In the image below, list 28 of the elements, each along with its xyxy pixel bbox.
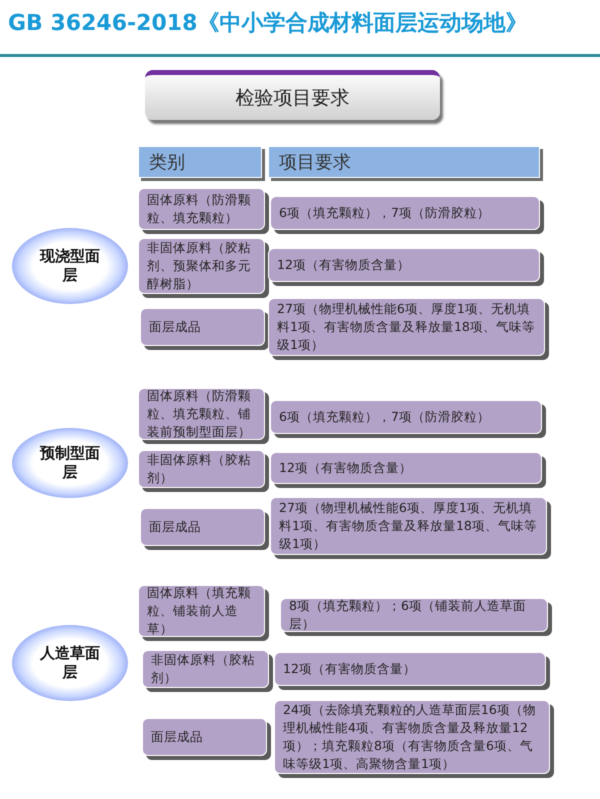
banner-text: 检验项目要求	[236, 86, 350, 110]
cell-text: 8项（填充颗粒）；6项（铺装前人造草面层）	[289, 597, 527, 633]
cell-text: 固体原料（防滑颗粒、填充颗粒）	[147, 191, 252, 227]
page-title: GB 36246-2018《中小学合成材料面层运动场地》	[8, 10, 528, 38]
column-header	[268, 146, 540, 178]
cell-text: 固体原料（填充颗粒、铺装前人造草）	[147, 584, 252, 638]
cell-text: 非固体原料（胶粘剂）	[147, 451, 252, 487]
header-text: 项目要求	[279, 151, 351, 174]
cell-text: 面层成品	[151, 728, 203, 746]
cell-text: 6项（填充颗粒），7项（防滑胶粒）	[279, 408, 490, 426]
cell-text: 非固体原料（胶粘剂）	[151, 651, 256, 687]
header-text: 类别	[149, 151, 185, 174]
category-text: 现浇型面层	[38, 247, 101, 285]
cell-text: 面层成品	[149, 318, 201, 336]
cell-text: 面层成品	[149, 518, 201, 536]
cell-text: 非固体原料（胶粘剂、预聚体和多元醇树脂）	[147, 239, 252, 293]
cell-text: 24项（去除填充颗粒的人造草面层16项（物理机械性能4项、有害物质含量及释放量12项）；填充颗粒8项（有害物质含量6项、气味等级1项、高聚物含量1项）	[283, 701, 537, 773]
cell-text: 27项（物理机械性能6项、厚度1项、无机填料1项、有害物质含量及释放量18项、气味等级1项）	[279, 499, 538, 553]
cell-text: 固体原料（防滑颗粒、填充颗粒、铺装前预制型面层）	[147, 387, 252, 441]
cell-text: 12项（有害物质含量）	[283, 660, 416, 678]
column-header	[138, 146, 262, 178]
cell-text: 12项（有害物质含量）	[277, 256, 410, 274]
category-text: 人造草面层	[38, 644, 101, 682]
cell-text: 6项（填充颗粒），7项（防滑胶粒）	[279, 204, 490, 222]
cell-text: 12项（有害物质含量）	[279, 459, 412, 477]
cell-text: 27项（物理机械性能6项、厚度1项、无机填料1项、有害物质含量及释放量18项、气味等级1项）	[277, 300, 536, 354]
category-text: 预制型面层	[38, 444, 101, 482]
heading-banner	[145, 70, 440, 120]
